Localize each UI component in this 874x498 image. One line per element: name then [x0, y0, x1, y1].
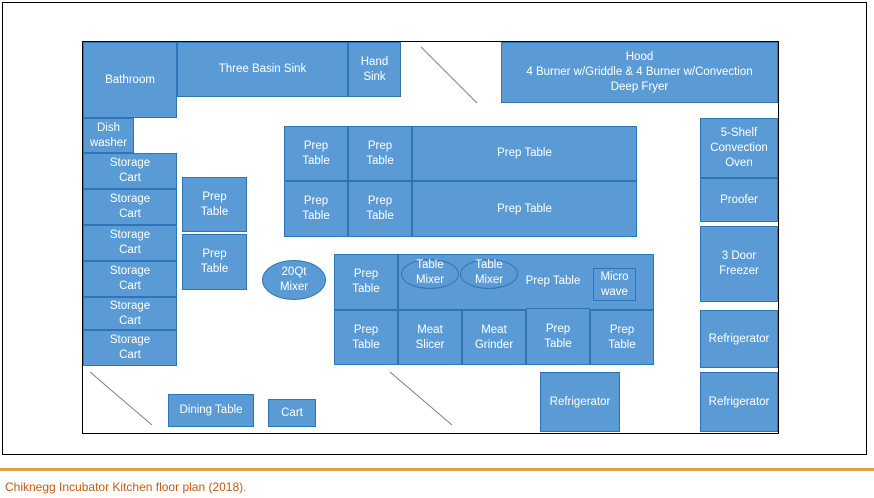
- table-mixer-2-outline: [460, 259, 518, 289]
- door-line-bottom-left: [89, 371, 153, 426]
- storage-cart-1: Storage Cart: [83, 153, 177, 189]
- refrigerator-right-2: Refrigerator: [700, 372, 778, 432]
- bathroom: Bathroom: [83, 42, 177, 118]
- storage-cart-5: Storage Cart: [83, 297, 177, 330]
- hand-sink: Hand Sink: [348, 42, 401, 97]
- table-mixer-1-outline: [401, 259, 459, 289]
- meat-slicer: Meat Slicer: [398, 310, 462, 365]
- prep-table-lower-3: Prep Table: [526, 308, 590, 365]
- proofer: Proofer: [700, 178, 778, 222]
- meat-grinder: Meat Grinder: [462, 310, 526, 365]
- prep-table-upper-long-1: Prep Table: [412, 126, 637, 181]
- prep-table-lower-1: Prep Table: [334, 254, 398, 310]
- slide-frame: [2, 2, 867, 455]
- prep-table-lower-2: Prep Table: [334, 310, 398, 365]
- prep-table-upper-2: Prep Table: [348, 126, 412, 181]
- door-line-bottom-center: [389, 371, 453, 426]
- footer-rule: [0, 468, 874, 471]
- hood: Hood 4 Burner w/Griddle & 4 Burner w/Con…: [501, 42, 778, 103]
- refrigerator-bottom: Refrigerator: [540, 372, 620, 432]
- convection-oven: 5-Shelf Convection Oven: [700, 118, 778, 178]
- prep-table-lower-long: Prep Table: [525, 275, 581, 287]
- cart: Cart: [268, 399, 316, 427]
- prep-table-upper-1: Prep Table: [284, 126, 348, 181]
- storage-cart-3: Storage Cart: [83, 225, 177, 261]
- three-basin-sink: Three Basin Sink: [177, 42, 348, 97]
- figure-caption: Chiknegg Incubator Kitchen floor plan (2…: [5, 480, 247, 494]
- table-mixer-1: Table Mixer: [415, 259, 445, 286]
- prep-table-upper-4: Prep Table: [348, 181, 412, 237]
- mixer-20qt: 20Qt Mixer: [262, 260, 326, 300]
- three-door-freezer: 3 Door Freezer: [700, 226, 778, 302]
- dishwasher: Dish washer: [83, 118, 134, 153]
- refrigerator-right-1: Refrigerator: [700, 310, 778, 368]
- storage-cart-4: Storage Cart: [83, 261, 177, 297]
- storage-cart-2: Storage Cart: [83, 189, 177, 225]
- prep-table-upper-3: Prep Table: [284, 181, 348, 237]
- door-line-top: [420, 46, 478, 104]
- prep-table-left-2: Prep Table: [182, 234, 247, 290]
- prep-table-left-1: Prep Table: [182, 177, 247, 232]
- prep-table-lower-4: Prep Table: [590, 310, 654, 365]
- microwave: Micro wave: [593, 268, 636, 301]
- dining-table: Dining Table: [168, 394, 254, 427]
- prep-table-upper-long-2: Prep Table: [412, 181, 637, 237]
- storage-cart-6: Storage Cart: [83, 330, 177, 366]
- table-mixer-2: Table Mixer: [474, 259, 504, 286]
